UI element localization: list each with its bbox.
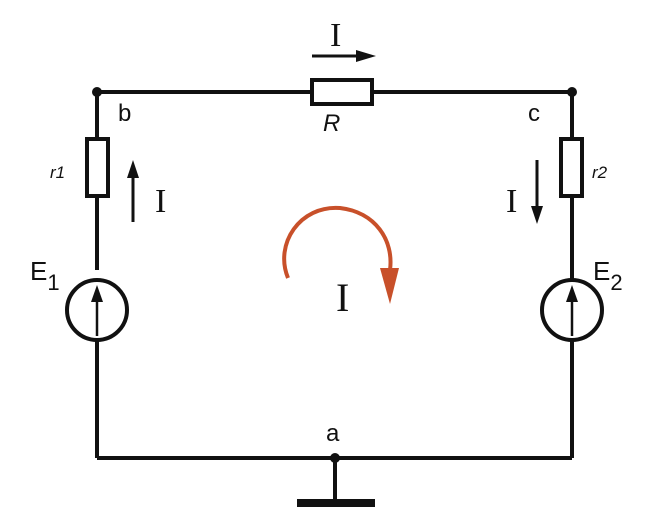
- emf-E2-label: E2: [593, 256, 623, 295]
- current-arrow-left: [127, 160, 139, 222]
- node-b-dot: [92, 87, 102, 97]
- clockwise-loop-arrow-icon: [282, 205, 399, 304]
- resistor-r1: [85, 137, 110, 198]
- current-right-label: I: [506, 183, 517, 220]
- loop-current-label: I: [336, 275, 349, 320]
- node-c-dot: [567, 87, 577, 97]
- circuit-wires: [95, 90, 574, 460]
- node-c-label: c: [528, 100, 540, 127]
- resistor-R: [310, 78, 374, 106]
- resistor-r2-label: r2: [592, 163, 608, 182]
- resistor-r1-label: r1: [50, 163, 65, 182]
- ground-icon: [297, 458, 375, 507]
- resistor-r2: [559, 137, 584, 198]
- emf-E2-subscript: 2: [610, 270, 622, 295]
- emf-E1-subscript: 1: [47, 270, 59, 295]
- emf-E1-label: E1: [30, 256, 60, 295]
- current-arrow-right: [531, 160, 543, 224]
- node-b-label: b: [118, 100, 131, 127]
- resistor-R-label: R: [323, 110, 340, 137]
- emf-source-E2: [540, 278, 604, 342]
- emf-E1-main: E: [30, 256, 47, 286]
- emf-source-E1: [65, 278, 129, 342]
- node-a-label: a: [326, 420, 340, 447]
- current-left-label: I: [155, 183, 166, 220]
- current-arrow-top: [312, 50, 376, 62]
- emf-E2-main: E: [593, 256, 610, 286]
- current-top-label: I: [330, 17, 341, 54]
